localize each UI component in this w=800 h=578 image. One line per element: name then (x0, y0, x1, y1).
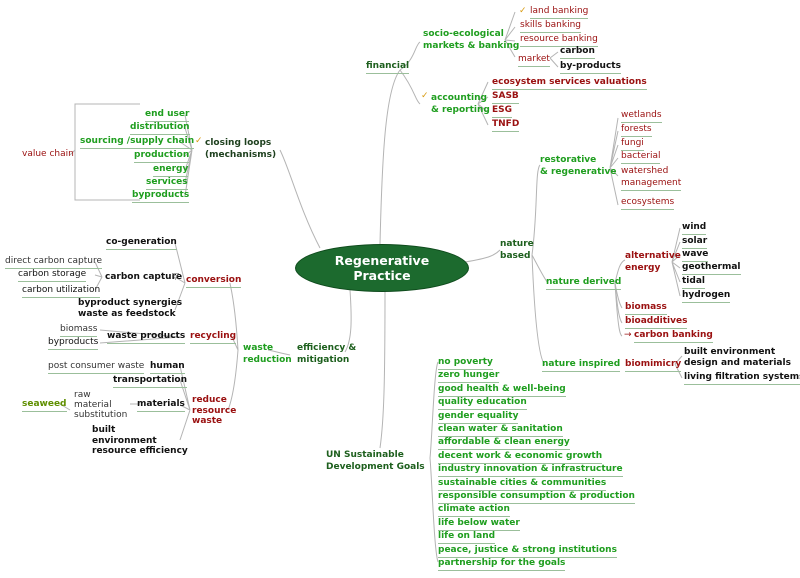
center-title-line2: Practice (353, 268, 411, 283)
node-byproducts-waste[interactable]: byproducts (48, 337, 99, 350)
node-biomass-waste[interactable]: biomass (60, 324, 98, 337)
branch-efficiency-mitigation[interactable]: efficiency & mitigation (297, 343, 357, 365)
node-carbon-storage[interactable]: carbon storage (18, 269, 87, 282)
node-end-user[interactable]: end user (145, 109, 190, 122)
sdg-item[interactable]: decent work & economic growth (438, 451, 603, 464)
node-hydrogen[interactable]: hydrogen (682, 290, 731, 303)
branch-un-sdgs[interactable]: UN Sustainable Development Goals (326, 450, 425, 472)
node-living-filtration-systems[interactable]: living filtration systems (684, 372, 800, 385)
node-post-consumer-waste[interactable]: post consumer waste (48, 361, 145, 374)
node-alternative-energy[interactable]: alternative energy (625, 251, 681, 273)
node-seaweed[interactable]: seaweed (22, 399, 67, 412)
node-sourcing-supply-chain[interactable]: sourcing /supply chain (80, 136, 195, 149)
node-skills-banking[interactable]: skills banking (520, 20, 582, 33)
node-human[interactable]: human (150, 361, 185, 374)
node-waste-products[interactable]: waste products (107, 331, 186, 344)
node-ecosystems[interactable]: ecosystems (621, 197, 675, 210)
node-wetlands[interactable]: wetlands (621, 110, 662, 123)
node-land-banking[interactable]: land banking (530, 6, 589, 19)
sdg-item[interactable]: clean water & sanitation (438, 424, 563, 437)
sdg-item[interactable]: no poverty (438, 357, 493, 370)
node-recycling[interactable]: recycling (190, 331, 237, 344)
node-nature-inspired[interactable]: nature inspired (542, 359, 621, 372)
node-geothermal[interactable]: geothermal (682, 262, 741, 275)
node-built-environment-design[interactable]: built environment design and materials (684, 347, 791, 368)
node-materials[interactable]: materials (137, 399, 185, 412)
node-biomimicry[interactable]: biomimicry (625, 359, 682, 372)
node-co-generation[interactable]: co-generation (106, 237, 177, 250)
node-fungi[interactable]: fungi (621, 138, 644, 151)
sdg-item[interactable]: affordable & clean energy (438, 437, 570, 451)
node-resource-banking[interactable]: resource banking (520, 34, 598, 47)
node-waste-reduction[interactable]: waste reduction (243, 343, 292, 365)
node-by-products[interactable]: by-products (560, 61, 621, 74)
arrow-icon: → (624, 330, 632, 340)
node-accounting-reporting[interactable]: accounting & reporting (431, 93, 490, 115)
node-energy[interactable]: energy (153, 164, 189, 177)
node-biomass[interactable]: biomass (625, 302, 667, 315)
node-carbon[interactable]: carbon (560, 46, 595, 59)
node-wave[interactable]: wave (682, 249, 709, 262)
node-bioadditives[interactable]: bioadditives (625, 316, 688, 329)
node-nature-derived[interactable]: nature derived (546, 277, 622, 290)
sdg-item[interactable]: sustainable cities & communities (438, 478, 607, 491)
node-value-chain[interactable]: value chain (22, 149, 74, 159)
node-direct-carbon-capture[interactable]: direct carbon capture (5, 256, 102, 269)
node-tidal[interactable]: tidal (682, 276, 705, 289)
node-production[interactable]: production (134, 150, 190, 163)
sdg-item[interactable]: peace, justice & strong institutions (438, 545, 617, 558)
sdg-item[interactable]: life on land (438, 531, 496, 545)
node-carbon-utilization[interactable]: carbon utilization (22, 285, 101, 298)
central-topic[interactable]: Regenerative Practice (295, 244, 469, 292)
sdg-item[interactable]: partnership for the goals (438, 558, 566, 571)
node-restorative-regenerative[interactable]: restorative & regenerative (540, 155, 617, 177)
node-esg[interactable]: ESG (492, 105, 513, 118)
node-socio-ecological[interactable]: socio-ecological markets & banking (423, 29, 520, 51)
node-forests[interactable]: forests (621, 124, 652, 137)
node-sasb[interactable]: SASB (492, 91, 519, 104)
node-transportation[interactable]: transportation (113, 375, 187, 388)
sdg-item[interactable]: zero hunger (438, 370, 500, 384)
branch-nature-based[interactable]: nature based (500, 239, 534, 261)
node-carbon-banking[interactable]: carbon banking (634, 330, 713, 343)
node-market[interactable]: market (518, 54, 550, 67)
node-bacterial[interactable]: bacterial (621, 151, 661, 164)
center-title-line1: Regenerative (334, 253, 430, 268)
node-byproducts-closing[interactable]: byproducts (132, 190, 190, 203)
sdg-item[interactable]: quality education (438, 397, 527, 411)
node-distribution[interactable]: distribution (130, 122, 190, 135)
node-carbon-capture[interactable]: carbon capture (105, 272, 183, 282)
node-tnfd[interactable]: TNFD (492, 119, 520, 132)
node-conversion[interactable]: conversion (186, 275, 242, 288)
branch-financial[interactable]: financial (366, 61, 410, 74)
node-services[interactable]: services (146, 177, 188, 190)
sdg-item[interactable]: life below water (438, 518, 520, 531)
node-wind[interactable]: wind (682, 222, 707, 235)
sdg-item[interactable]: gender equality (438, 411, 519, 424)
sdg-item[interactable]: good health & well-being (438, 384, 566, 397)
node-solar[interactable]: solar (682, 236, 708, 249)
node-watershed-management[interactable]: watershed management (621, 165, 682, 191)
sdg-item[interactable]: responsible consumption & production (438, 491, 635, 504)
node-byproduct-synergies[interactable]: byproduct synergies waste as feedstock (78, 298, 183, 319)
sdg-item[interactable]: industry innovation & infrastructure (438, 464, 623, 478)
node-raw-material-substitution[interactable]: raw material substitution (74, 390, 128, 420)
node-reduce-resource-waste[interactable]: reduce resource waste (192, 395, 237, 426)
expand-icon[interactable]: ▽ (172, 272, 179, 282)
flag-icon: ✓ (195, 136, 203, 146)
branch-closing-loops[interactable]: closing loops (mechanisms) (205, 138, 277, 160)
flag-icon: ✓ (421, 91, 429, 101)
node-ecosystem-services-valuations[interactable]: ecosystem services valuations (492, 77, 647, 90)
node-built-environment-efficiency[interactable]: built environment resource efficiency (92, 425, 188, 456)
flag-icon: ✓ (519, 6, 527, 16)
sdg-item[interactable]: climate action (438, 504, 510, 518)
